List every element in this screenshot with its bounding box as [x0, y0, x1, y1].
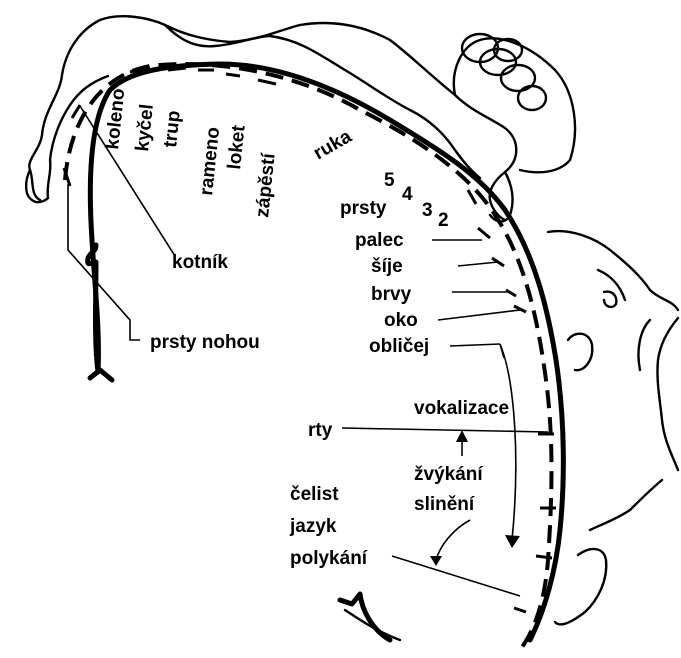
label-kotnik: kotník [172, 252, 228, 273]
tick-palec [478, 228, 490, 238]
label-finger-5: 5 [384, 170, 395, 191]
label-rty: rty [308, 420, 333, 441]
label-celist: čelist [290, 484, 339, 505]
label-zapesti: zápěstí [252, 152, 280, 219]
leader-rty [342, 428, 548, 432]
label-finger-2: 2 [438, 210, 449, 231]
label-oko: oko [384, 310, 418, 331]
label-polykani: polykání [290, 548, 368, 569]
tick-loket [226, 74, 240, 76]
label-brvy: brvy [371, 284, 412, 305]
leader-prsty-nohou [68, 184, 140, 340]
tick-koleno [72, 105, 80, 118]
label-prsty-nohou: prsty nohou [150, 332, 260, 353]
leader-kotnik [80, 106, 175, 256]
leader-sije [458, 262, 498, 266]
label-loket: loket [224, 124, 250, 171]
label-sliveni: slinění [414, 494, 475, 515]
label-finger-4: 4 [402, 184, 413, 205]
label-rameno: rameno [196, 126, 224, 196]
cortex-foot-curve [88, 245, 98, 372]
label-finger-3: 3 [422, 200, 433, 221]
label-oblicej: obličej [369, 336, 429, 357]
tick-polykani [536, 556, 552, 558]
label-zvykani: žvýkání [414, 464, 483, 485]
tick-zapesti [258, 80, 276, 84]
tick-prsty [468, 190, 476, 204]
tongue-outline [555, 549, 606, 624]
label-vokalizace: vokalizace [414, 398, 509, 419]
leader-oblicej [450, 344, 500, 346]
vokalizace-arrow-head [456, 430, 468, 442]
bracket-arc [500, 344, 516, 540]
tick-jazyk-bottom [514, 608, 526, 612]
bracket-arrow-head [505, 535, 520, 548]
label-ruka: ruka [310, 126, 356, 164]
label-prsty: prsty [340, 198, 387, 219]
label-kycel: kyčel [132, 103, 158, 152]
cortex-base-curl [90, 370, 112, 380]
tick-brvy [506, 290, 516, 296]
label-jazyk: jazyk [289, 516, 337, 537]
zvykani-arrow-shaft [436, 520, 470, 560]
leader-oko [438, 310, 520, 320]
torso-outline [165, 25, 270, 46]
face-icon [548, 231, 678, 530]
zvykani-arrow-head [430, 556, 442, 566]
label-palec: palec [355, 230, 404, 251]
label-trup: trup [160, 110, 185, 149]
tick-trup [168, 68, 186, 70]
label-sije: šíje [371, 256, 403, 277]
hand-icon [454, 34, 575, 172]
leader-polykani [392, 556, 520, 596]
